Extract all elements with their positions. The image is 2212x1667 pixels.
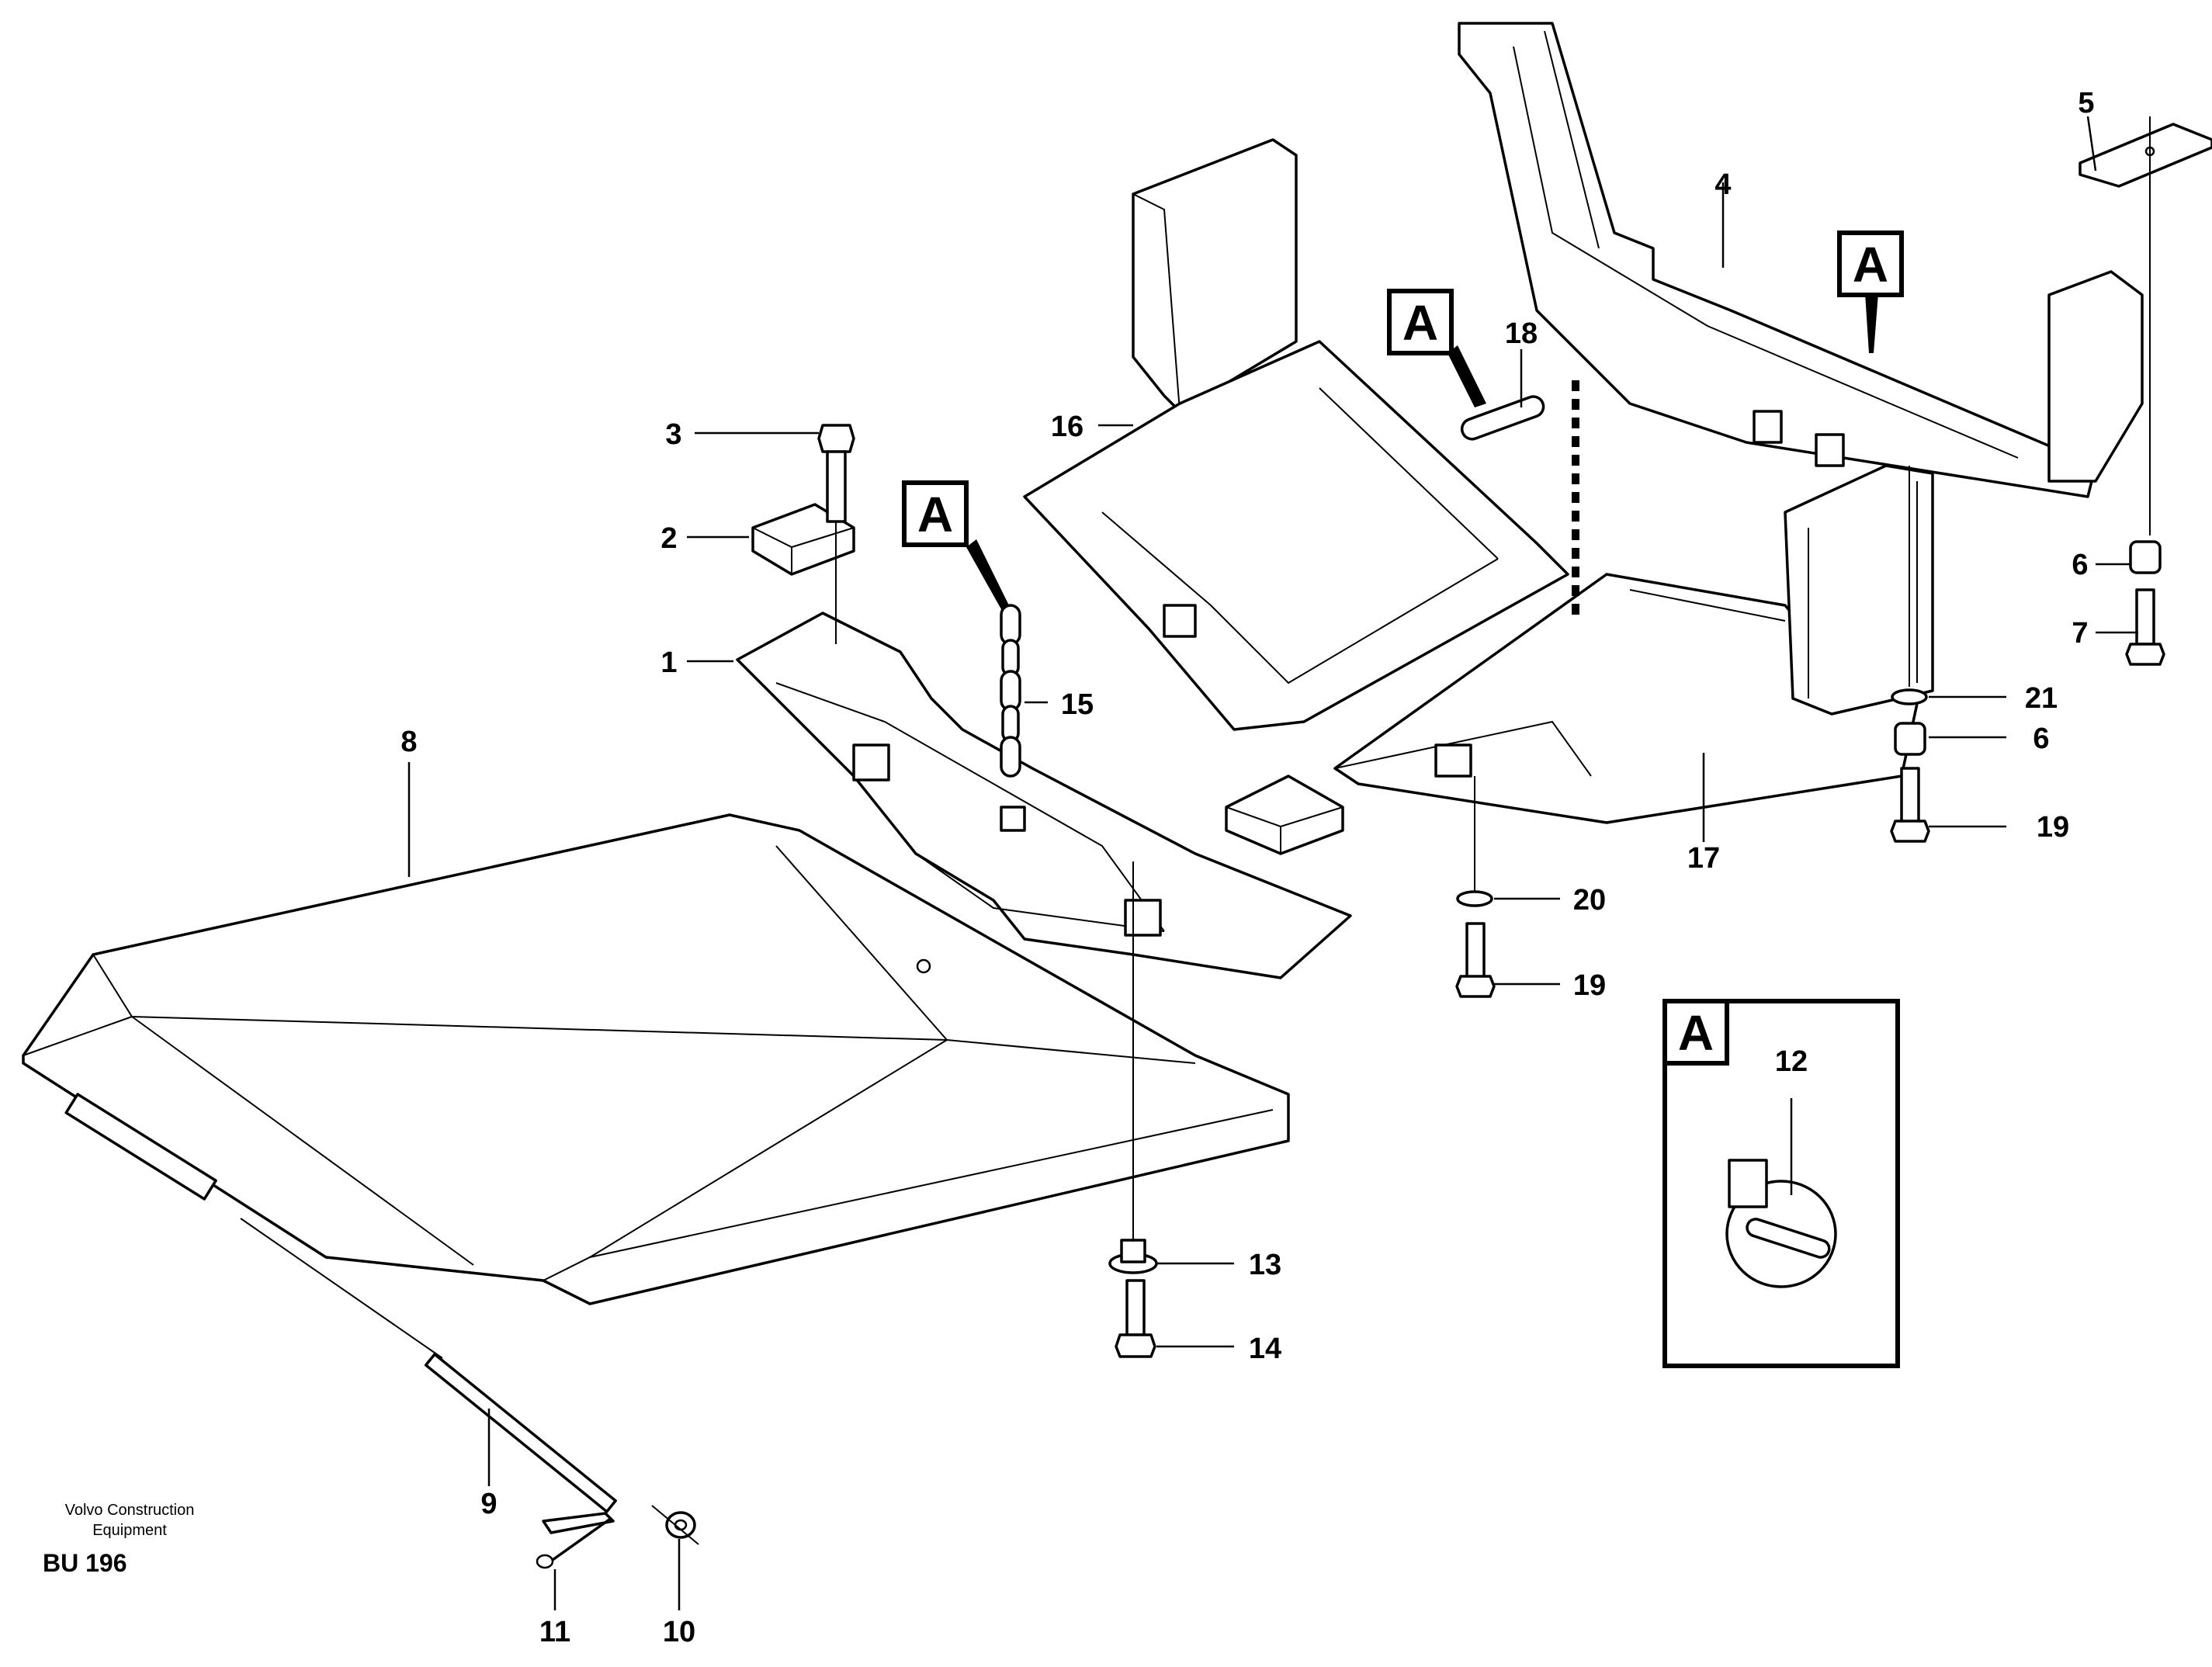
part-label-15: 15 <box>1061 688 1094 721</box>
company-name-line1: Volvo Construction <box>65 1502 195 1519</box>
flag-pin-label: A <box>1402 295 1438 351</box>
part-label-12: 12 <box>1775 1045 1808 1078</box>
flag-arrows <box>966 293 1878 609</box>
flag-chain-label: A <box>917 487 953 542</box>
drawing-code: BU 196 <box>43 1549 127 1577</box>
detail-flag-bracket: A <box>1837 230 1904 297</box>
rod-9 <box>240 1218 617 1513</box>
washer-21 <box>1891 688 1928 705</box>
part-numbers: 3 2 1 8 9 10 11 15 13 14 16 18 4 5 6 7 2… <box>400 87 2094 1648</box>
cotter-pin-11 <box>536 1512 615 1569</box>
left-bracket <box>1023 138 1569 731</box>
block-loose <box>1225 775 1344 855</box>
spacer-6b <box>1894 722 1926 756</box>
bolt-19b <box>1455 922 1496 998</box>
rear-cross-member <box>1458 22 2144 498</box>
assembly-axes <box>651 116 2151 1545</box>
part-label-18: 18 <box>1505 317 1538 350</box>
washer-20 <box>1456 890 1493 907</box>
bolt-3 <box>817 424 855 523</box>
flag-bracket-label: A <box>1853 237 1888 293</box>
part-label-10: 10 <box>663 1616 695 1648</box>
bushing-13 <box>1108 1239 1158 1274</box>
part-label-4: 4 <box>1714 168 1731 201</box>
front-cross-member <box>736 612 1352 979</box>
part-label-13: 13 <box>1249 1249 1281 1281</box>
leader-lines <box>407 116 2138 1610</box>
part-label-6a: 6 <box>2072 549 2088 581</box>
spacer-6a <box>2129 540 2162 574</box>
bolt-14 <box>1115 1279 1156 1358</box>
washer-10 <box>665 1511 696 1539</box>
plate-5 <box>2079 123 2212 188</box>
part-label-1: 1 <box>660 646 677 679</box>
inset-flag-label: A <box>1678 1005 1714 1061</box>
part-label-7: 7 <box>2072 617 2088 650</box>
part-label-14: 14 <box>1249 1333 1281 1365</box>
drawing-footer: Volvo Construction Equipment BU 196 <box>43 1502 194 1577</box>
part-label-17: 17 <box>1687 842 1720 875</box>
part-label-19a: 19 <box>2037 811 2069 844</box>
chain-15 <box>1000 604 1021 778</box>
bolt-19a <box>1890 767 1930 843</box>
detail-flag-pin: A <box>1387 289 1454 355</box>
part-label-9: 9 <box>480 1488 497 1520</box>
right-bracket <box>1333 464 1934 824</box>
company-name-line2: Equipment <box>92 1522 167 1539</box>
part-label-2: 2 <box>660 522 677 555</box>
part-label-16: 16 <box>1051 411 1083 443</box>
part-label-21: 21 <box>2025 682 2058 715</box>
detail-inset-a: A <box>1662 999 1900 1368</box>
part-label-5: 5 <box>2078 87 2094 120</box>
part-label-19b: 19 <box>1573 969 1606 1002</box>
part-label-8: 8 <box>400 726 417 758</box>
part-label-6b: 6 <box>2033 723 2049 755</box>
bolt-7 <box>2125 588 2165 666</box>
pin-18 <box>1460 395 1545 441</box>
part-label-11: 11 <box>539 1616 570 1648</box>
part-label-20: 20 <box>1573 884 1606 917</box>
guard-plate <box>22 813 1290 1305</box>
part-label-3: 3 <box>665 418 681 451</box>
detail-flag-chain: A <box>902 480 969 547</box>
